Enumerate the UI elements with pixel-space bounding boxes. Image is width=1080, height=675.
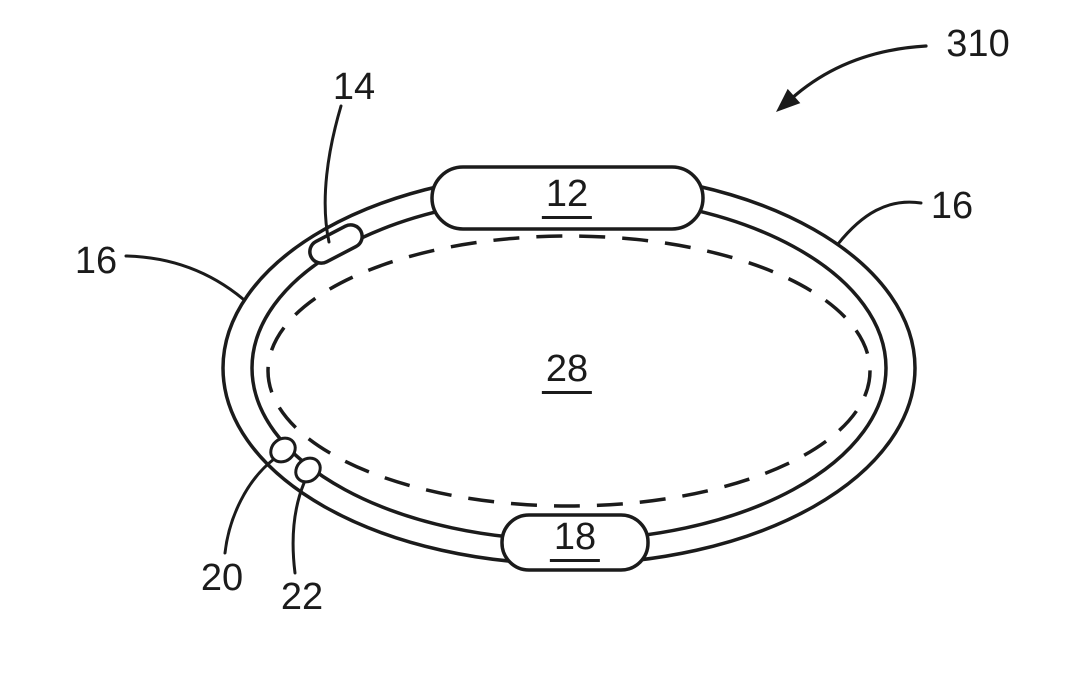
- ref-label-12: 12: [541, 175, 593, 219]
- leader-line-14: [323, 104, 343, 244]
- arrowhead-310: [776, 88, 801, 112]
- sensor-14-outline: [308, 223, 364, 265]
- ref-label-16-right: 16: [930, 185, 974, 227]
- ref-label-28: 28: [541, 350, 593, 394]
- leader-line-310: [789, 44, 928, 101]
- ref-label-14: 14: [332, 66, 376, 108]
- band-inner-dashed-outline: [266, 234, 872, 508]
- bottom-module-18-outline: [500, 513, 650, 572]
- button-20-dot: [269, 436, 297, 464]
- leader-line-16-left: [124, 254, 245, 301]
- leader-line-22: [291, 481, 306, 575]
- ref-label-310: 310: [946, 23, 1010, 65]
- ref-label-22: 22: [280, 576, 324, 618]
- ref-label-18: 18: [549, 518, 601, 562]
- button-22-dot: [294, 456, 322, 484]
- top-module-12-outline: [430, 165, 705, 231]
- ref-label-20: 20: [200, 557, 244, 599]
- ref-label-16-left: 16: [74, 240, 118, 282]
- leader-line-16-right: [836, 200, 923, 246]
- leader-line-20: [223, 457, 276, 555]
